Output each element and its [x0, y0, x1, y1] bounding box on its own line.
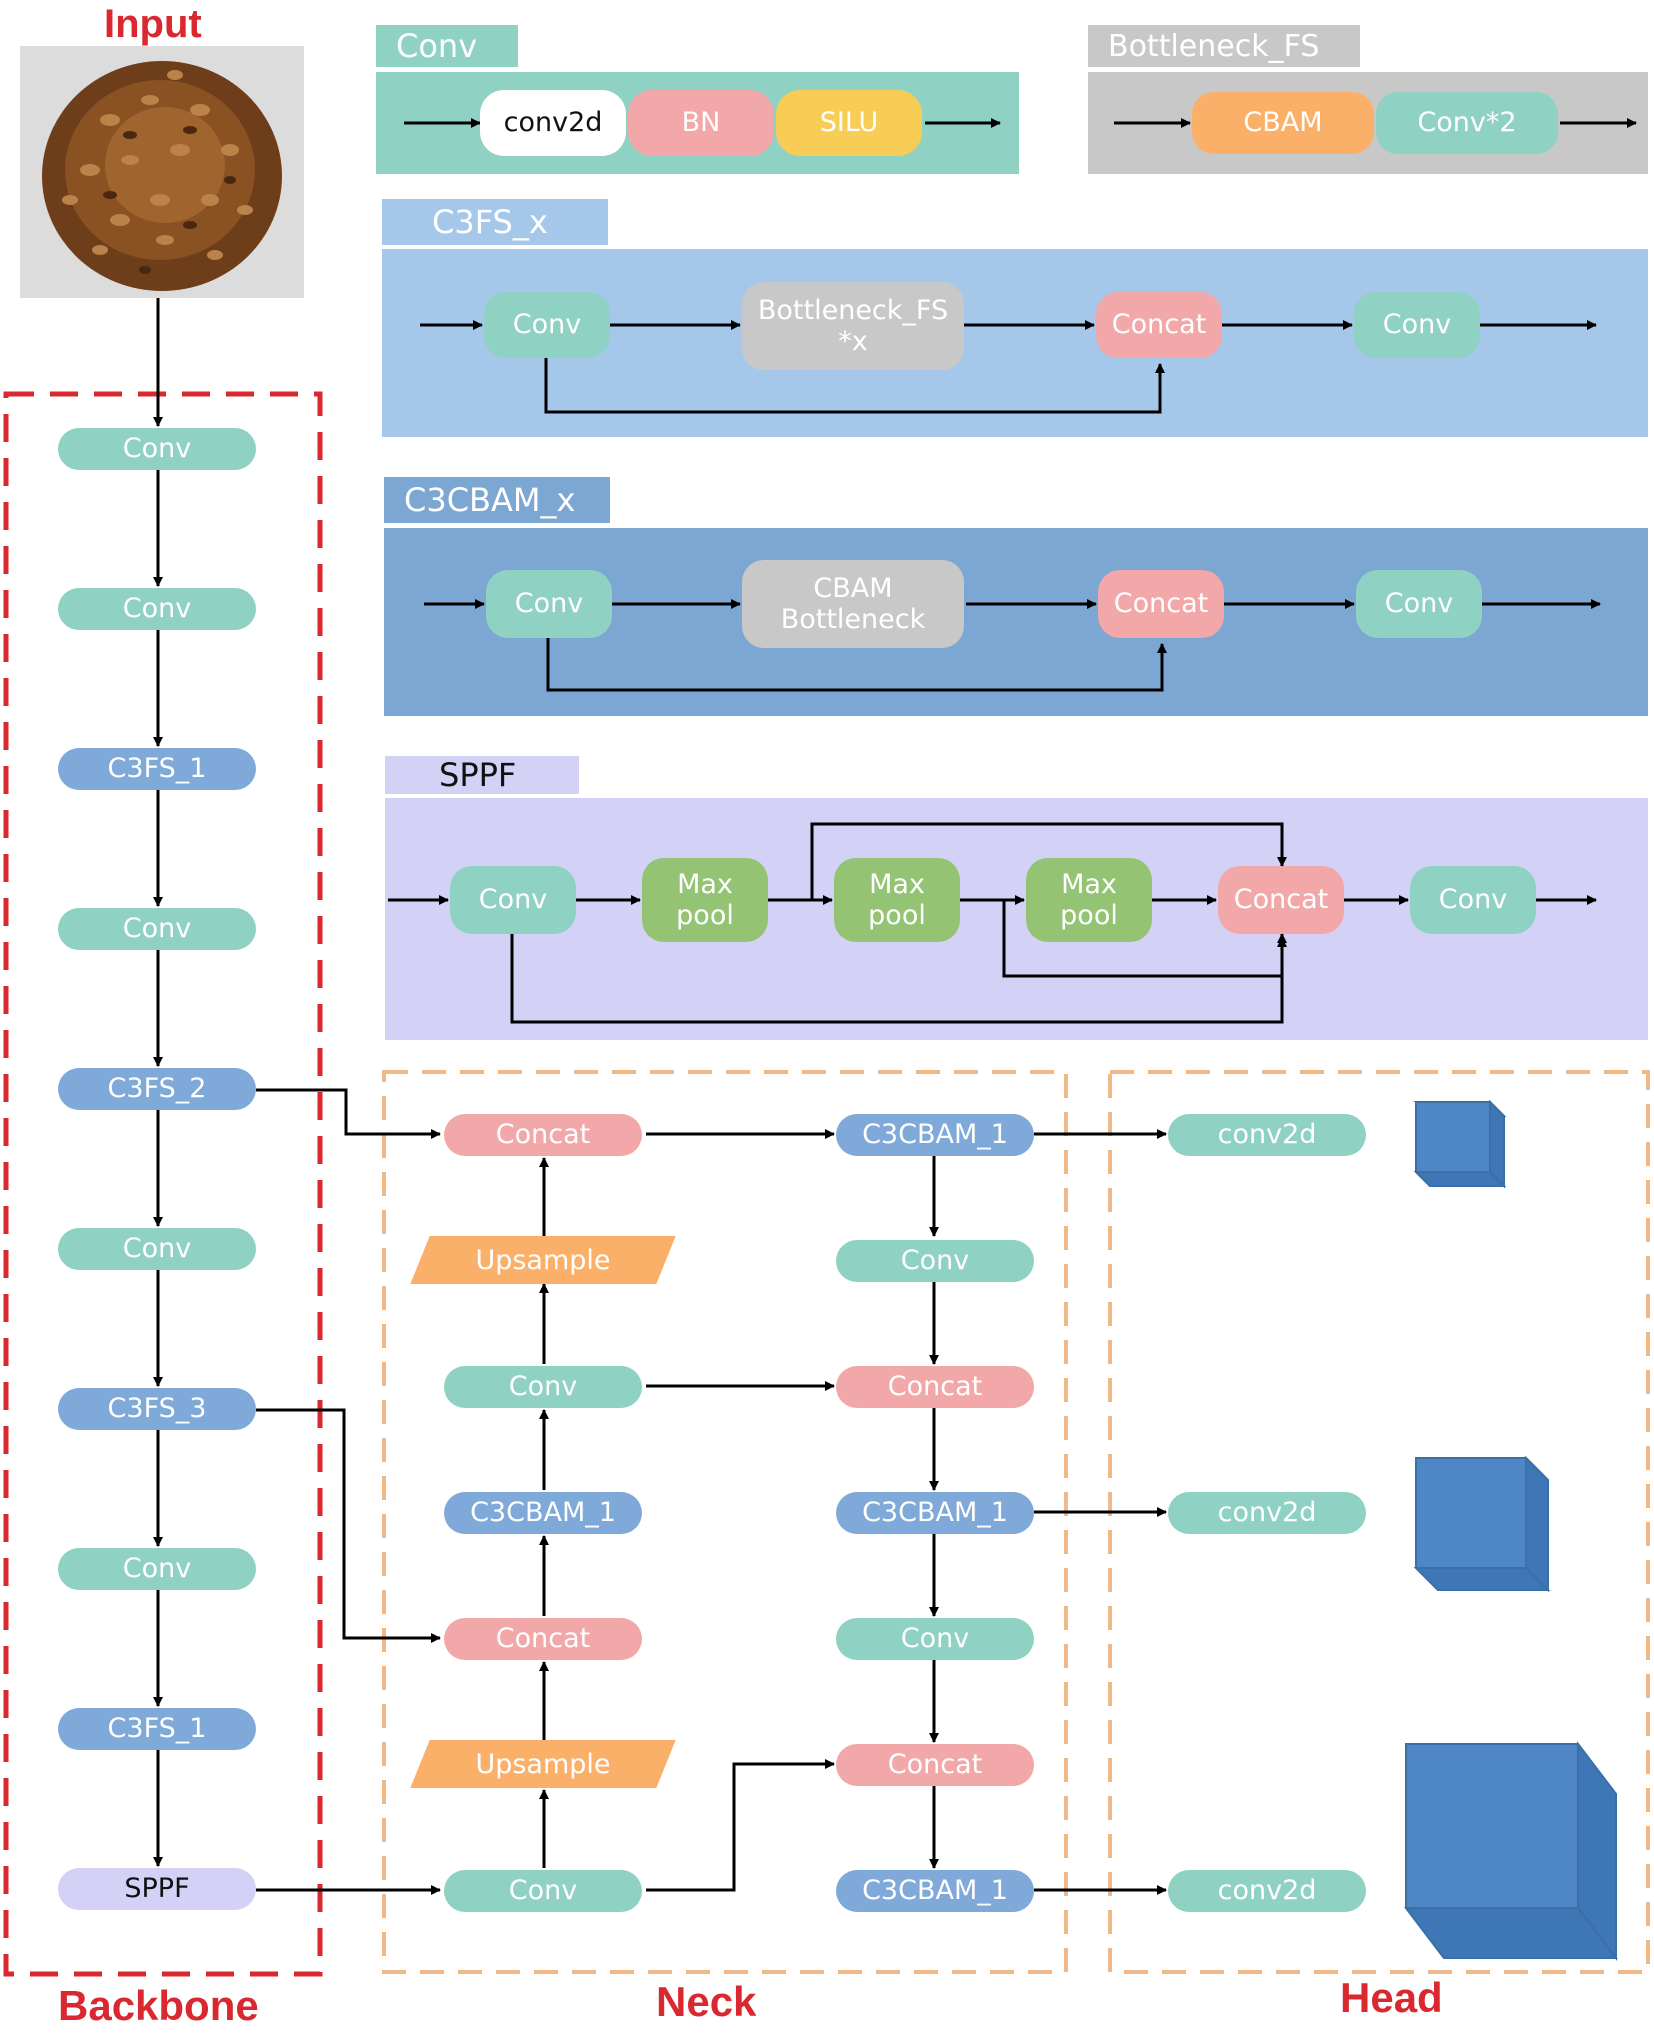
sppf-legend-title: SPPF	[385, 756, 579, 794]
neck-arrows	[256, 1088, 1167, 1895]
neck-right-conv-1: Conv	[836, 1240, 1034, 1282]
neck-left-c3cbam: C3CBAM_1	[444, 1492, 642, 1534]
neck-right-concat-2: Concat	[836, 1744, 1034, 1786]
c3fs-bottleneck: Bottleneck_FS *x	[742, 282, 964, 370]
sppf-conv-out: Conv	[1410, 866, 1536, 934]
backbone-node-6: Conv	[58, 1228, 256, 1270]
output-cube-small	[1413, 1099, 1507, 1189]
c3fs-conv-in: Conv	[484, 292, 610, 358]
sppf-maxpool-2-line2: pool	[868, 900, 926, 931]
head-conv2d-1: conv2d	[1168, 1114, 1366, 1156]
c3cbam-concat: Concat	[1098, 570, 1224, 638]
neck-left-upsample-1: Upsample	[410, 1236, 676, 1284]
neck-frame	[382, 1070, 1068, 1974]
sppf-maxpool-1-line1: Max	[677, 868, 733, 900]
neck-right-c3cbam-1: C3CBAM_1	[836, 1114, 1034, 1156]
input-grain-image	[42, 61, 282, 291]
output-cube-large	[1403, 1741, 1619, 1961]
backbone-node-sppf: SPPF	[58, 1868, 256, 1910]
bottleneck-legend-title: Bottleneck_FS	[1088, 25, 1360, 67]
sppf-maxpool-3-line1: Max	[1061, 868, 1117, 900]
backbone-node-8: Conv	[58, 1548, 256, 1590]
c3fs-bottleneck-line2: *x	[838, 326, 868, 357]
legend-conv2d: conv2d	[480, 90, 626, 156]
c3fs-bottleneck-line1: Bottleneck_FS	[757, 294, 949, 326]
backbone-node-7: C3FS_3	[58, 1388, 256, 1430]
c3cbam-cbam-bottleneck: CBAM Bottleneck	[742, 560, 964, 648]
neck-left-conv-1: Conv	[444, 1366, 642, 1408]
backbone-node-2: Conv	[58, 588, 256, 630]
backbone-node-5: C3FS_2	[58, 1068, 256, 1110]
head-label: Head	[1340, 1974, 1443, 2021]
sppf-maxpool-3-line2: pool	[1060, 900, 1118, 931]
c3fs-conv-out: Conv	[1354, 292, 1480, 358]
neck-left-concat-2: Concat	[444, 1618, 642, 1660]
neck-left-conv-2: Conv	[444, 1870, 642, 1912]
head-conv2d-3: conv2d	[1168, 1870, 1366, 1912]
output-cube-medium	[1413, 1455, 1551, 1593]
neck-right-c3cbam-2: C3CBAM_1	[836, 1492, 1034, 1534]
head-frame	[1108, 1070, 1650, 1974]
c3cbam-cbam-line2: Bottleneck	[780, 604, 926, 635]
neck-right-c3cbam-3: C3CBAM_1	[836, 1870, 1034, 1912]
backbone-label: Backbone	[58, 1982, 259, 2029]
sppf-maxpool-1-line2: pool	[676, 900, 734, 931]
backbone-node-3: C3FS_1	[58, 748, 256, 790]
backbone-node-1: Conv	[58, 428, 256, 470]
input-label: Input	[104, 2, 202, 46]
neck-right-conv-2: Conv	[836, 1618, 1034, 1660]
conv-legend-title: Conv	[376, 25, 518, 67]
backbone-node-9: C3FS_1	[58, 1708, 256, 1750]
legend-silu: SILU	[776, 90, 922, 156]
neck-label: Neck	[656, 1978, 757, 2025]
c3fs-concat: Concat	[1096, 292, 1222, 358]
neck-right-concat-1: Concat	[836, 1366, 1034, 1408]
sppf-maxpool-2: Max pool	[834, 858, 960, 942]
c3cbam-conv-in: Conv	[486, 570, 612, 638]
legend-bn: BN	[628, 90, 774, 156]
c3cbam-legend-title: C3CBAM_x	[384, 477, 610, 523]
head-conv2d-2: conv2d	[1168, 1492, 1366, 1534]
legend-cbam: CBAM	[1192, 92, 1374, 154]
sppf-conv-in: Conv	[450, 866, 576, 934]
sppf-concat: Concat	[1218, 866, 1344, 934]
neck-left-upsample-1-text: Upsample	[475, 1244, 611, 1276]
c3cbam-conv-out: Conv	[1356, 570, 1482, 638]
neck-left-upsample-2-text: Upsample	[475, 1748, 611, 1780]
sppf-maxpool-2-line1: Max	[869, 868, 925, 900]
c3cbam-cbam-line1: CBAM	[813, 572, 893, 604]
neck-left-upsample-2: Upsample	[410, 1740, 676, 1788]
c3fs-legend-title: C3FS_x	[382, 199, 608, 245]
legend-conv-x2: Conv*2	[1376, 92, 1558, 154]
legend-arrows	[388, 118, 1637, 1024]
sppf-maxpool-3: Max pool	[1026, 858, 1152, 942]
neck-left-concat-1: Concat	[444, 1114, 642, 1156]
sppf-maxpool-1: Max pool	[642, 858, 768, 942]
backbone-node-4: Conv	[58, 908, 256, 950]
backbone-frame	[3, 391, 323, 1977]
